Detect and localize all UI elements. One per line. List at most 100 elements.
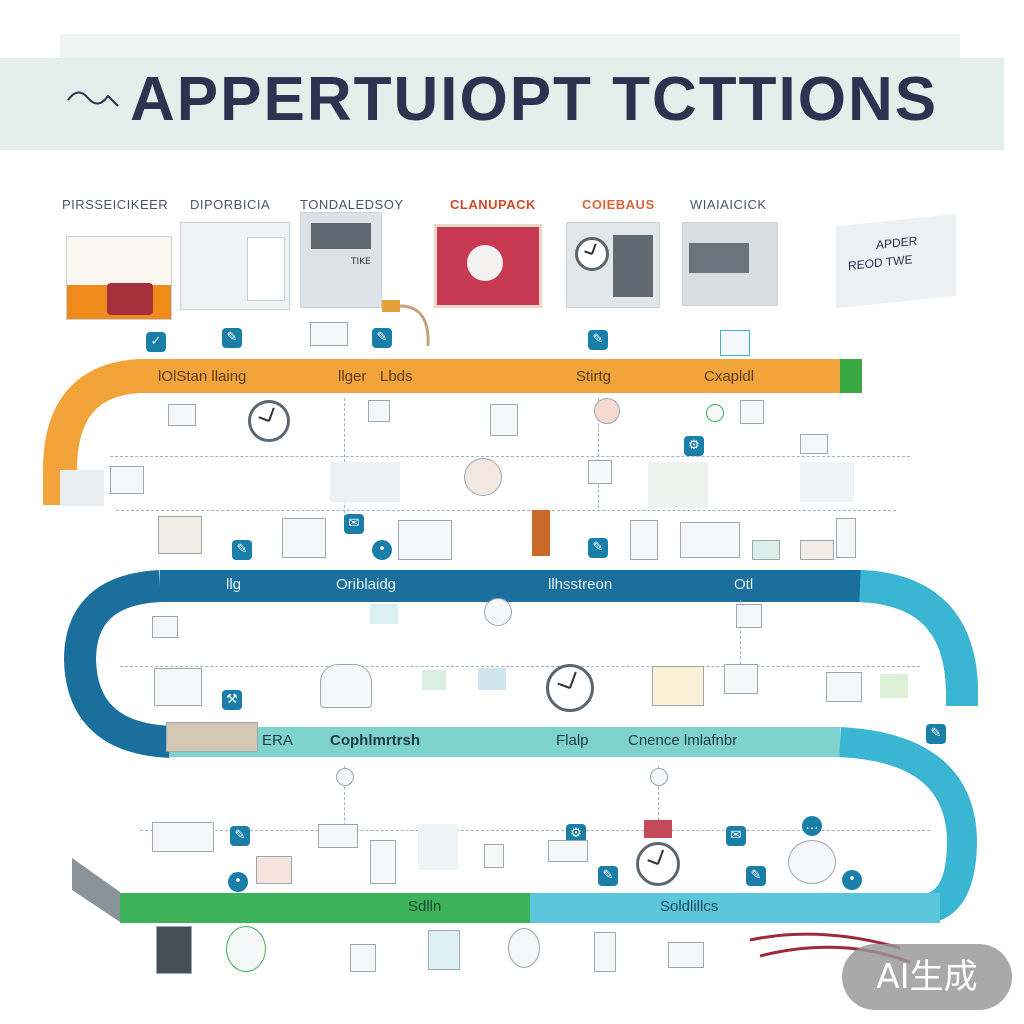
package-icon: [256, 856, 292, 884]
box-icon: [800, 434, 828, 454]
document-stack-icon: [652, 666, 704, 706]
edit-icon-4: ✎: [598, 866, 618, 886]
title-squiggle: [64, 82, 124, 112]
title-banner: [0, 58, 1004, 150]
image-icon: [478, 668, 506, 690]
checklist-icon: ✓: [146, 332, 166, 352]
recycle-icon: [226, 926, 266, 972]
cabinet-icon: [613, 235, 653, 297]
machine-icon: [311, 223, 371, 249]
machines-icon: [166, 722, 258, 752]
mint-label-1: ERA: [262, 732, 293, 749]
blue-label-3: llhsstreon: [548, 576, 613, 593]
pencil-icon-4: ✎: [230, 826, 250, 846]
blue-label-2: Oriblaidg: [336, 576, 397, 593]
guide-line-2: [116, 510, 896, 511]
green-label-2: Soldlillcs: [660, 898, 719, 915]
top-label-2: DIPORBICIA: [190, 197, 271, 212]
gauge-icon: [467, 245, 503, 281]
cart-icon: [107, 283, 153, 315]
camera-icon: [282, 518, 326, 558]
phone-icon: [428, 930, 460, 970]
chart-doc-icon: [720, 330, 750, 356]
top-label-4: CLANUPACK: [450, 197, 536, 212]
door-icon: [836, 518, 856, 558]
guide-vline-2: [598, 398, 599, 508]
band-blue-left-curve: [63, 570, 172, 758]
tray-icon: [752, 540, 780, 560]
dot-icon-3: •: [842, 870, 862, 890]
top-label-3: TONDALEDSOY: [300, 197, 404, 212]
cable-connector: [380, 290, 440, 350]
stack-box-icon: [800, 540, 834, 560]
orange-label-5: Cxapldl: [704, 368, 755, 385]
guide-line-4: [140, 830, 930, 831]
lab-icon: [418, 824, 458, 870]
orange-label-4: Stirtg: [576, 368, 612, 385]
photo-icon: [724, 664, 758, 694]
folder-icon: [310, 322, 348, 346]
globe-icon: [594, 398, 620, 424]
page-title: APPERTUIOPT TCTTIONS: [130, 65, 939, 134]
truck-icon: [152, 822, 214, 852]
cable-icon: [382, 300, 430, 347]
target-icon: [464, 458, 502, 496]
mint-label-2: Cophlmrtrsh: [330, 732, 420, 749]
check-circle-icon: [706, 404, 724, 422]
edit-icon-3: ✎: [926, 724, 946, 744]
file-icon: [630, 520, 658, 560]
terminal-icon: [156, 926, 192, 974]
guide-vline-4: [344, 766, 345, 836]
node-icon-1: [336, 768, 354, 786]
band-blue-top-curve: [858, 570, 978, 706]
card-machine: TIKE: [300, 212, 382, 308]
clipboard-icon: [490, 404, 518, 436]
plant-icon: [880, 674, 908, 698]
dot-icon: •: [372, 540, 392, 560]
edit-icon: ✎: [588, 330, 608, 350]
notes-icon: [398, 520, 452, 560]
dot-icon-2: •: [228, 872, 248, 892]
top-label-6: WIAIAICICK: [690, 197, 767, 212]
conveyor-small-icon: [800, 462, 854, 502]
machine-small-icon: [826, 672, 862, 702]
cart-icon-2: [152, 616, 178, 638]
edit-icon-5: ✎: [746, 866, 766, 886]
top-label-1: PIRSSEICIKEER: [62, 197, 169, 212]
monitor-icon: [736, 604, 762, 628]
helmet-icon: [320, 664, 372, 708]
mint-label-3: Flalp: [556, 732, 589, 749]
document-icon: [247, 237, 285, 301]
tray-icon-2: [668, 942, 704, 968]
pipe-icon: [330, 462, 400, 502]
target-icon-2: [484, 598, 512, 626]
green-label-1: Sdlln: [408, 898, 442, 915]
title-banner-top: [60, 34, 960, 58]
tablet-icon: [110, 466, 144, 494]
edit-icon-2: ✎: [588, 538, 608, 558]
robot-arm-icon: [648, 462, 708, 508]
card-factory: [682, 222, 778, 306]
guide-line-1: [110, 456, 910, 457]
clock-icon: [248, 400, 290, 442]
chat-bubble-icon: …: [802, 816, 822, 836]
band-teal-curve: [839, 727, 978, 923]
clipboard-round-icon: [508, 928, 540, 968]
cart-small-icon: [168, 404, 196, 426]
alarm-icon: [644, 820, 672, 838]
card-documents: [180, 222, 290, 310]
server-icon: [154, 668, 202, 706]
wrench-icon: ⚒: [222, 690, 242, 710]
gear-icon-2: ⚙: [566, 824, 586, 844]
card-workshop: [66, 236, 172, 320]
globe-icon-2: [788, 840, 836, 884]
orange-label-3: Lbds: [380, 368, 413, 385]
ramp-icon: [72, 858, 120, 922]
mint-label-4: Cnence lmlafnbr: [628, 732, 738, 749]
leaf-icon: [422, 670, 446, 690]
card-monitor: [434, 224, 542, 308]
hand-icon: [368, 400, 390, 422]
guide-vline-3: [740, 600, 741, 690]
guide-line-3: [120, 666, 920, 667]
